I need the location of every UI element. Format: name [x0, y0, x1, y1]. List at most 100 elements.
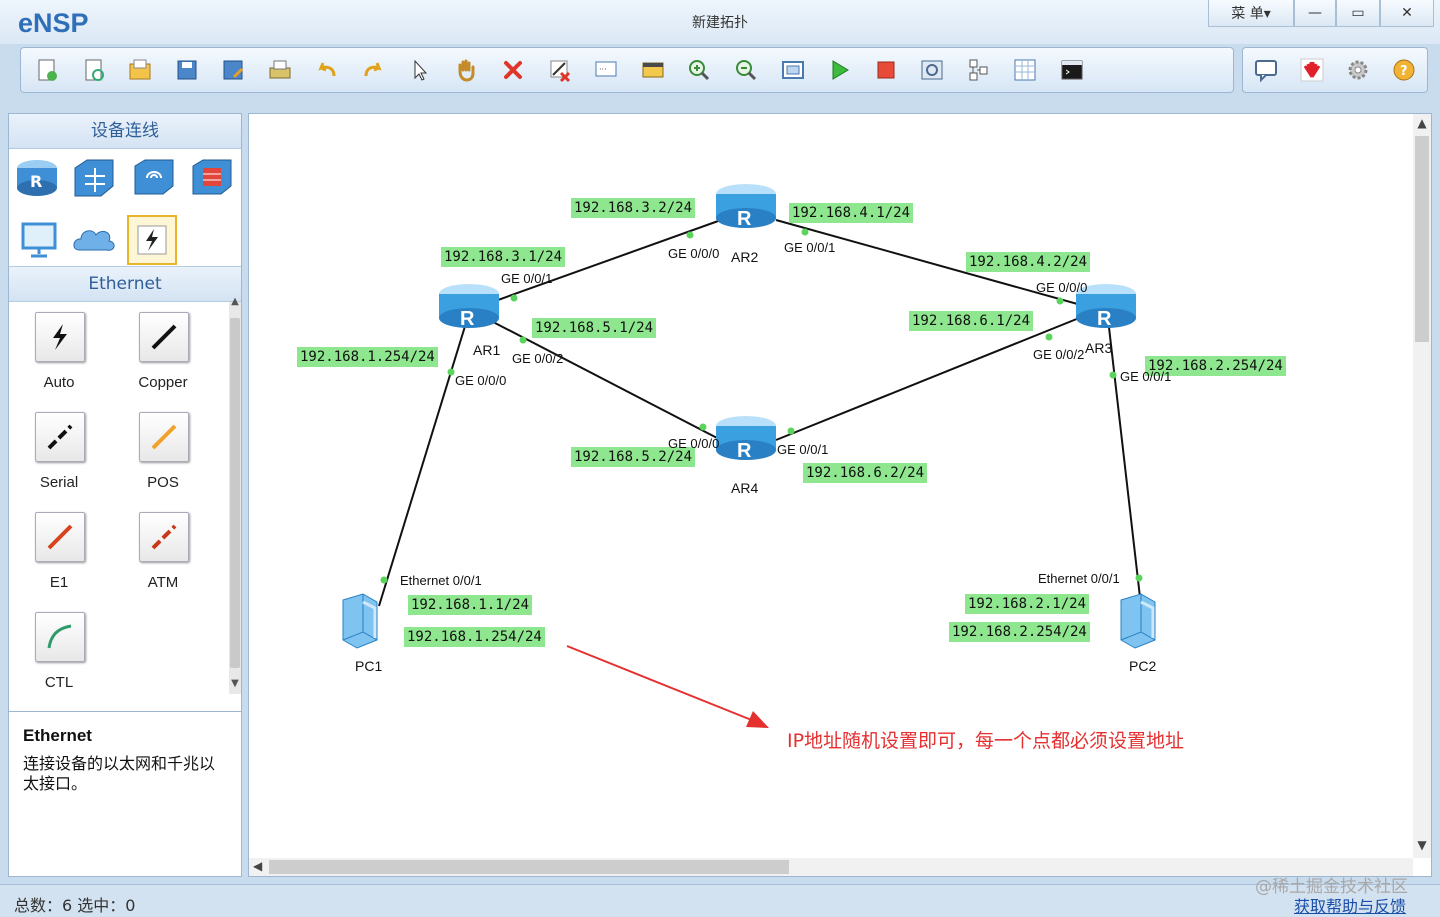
link-ar1-pc1[interactable] — [378, 309, 471, 607]
cable-auto[interactable] — [35, 312, 85, 362]
palette-button[interactable] — [633, 52, 673, 88]
link-ar1-ar4[interactable] — [469, 309, 722, 441]
minimize-button[interactable]: — — [1294, 0, 1336, 27]
ip-label[interactable]: 192.168.4.2/24 — [966, 252, 1091, 272]
cable-copper[interactable] — [139, 312, 189, 362]
delete-links-button[interactable] — [540, 52, 580, 88]
cloud-category-icon[interactable] — [71, 218, 117, 262]
select-button[interactable] — [400, 52, 440, 88]
open-button[interactable] — [120, 52, 160, 88]
e1-cable-icon — [47, 524, 73, 550]
cable-category-selected[interactable] — [127, 215, 177, 265]
link-ar2-ar3[interactable] — [775, 219, 1100, 311]
stop-device-button[interactable] — [866, 52, 906, 88]
router-ar1-icon[interactable]: R — [439, 284, 499, 330]
link-ar4-ar3[interactable] — [775, 309, 1100, 441]
scroll-up-icon[interactable]: ▲ — [231, 296, 239, 307]
capture-button[interactable] — [912, 52, 952, 88]
ip-label[interactable]: 192.168.1.1/24 — [408, 595, 533, 615]
port-label: GE 0/0/1 — [777, 442, 829, 457]
menu-button[interactable]: 菜 单▾ — [1208, 0, 1294, 27]
vertical-scroll-thumb[interactable] — [1415, 136, 1429, 342]
fit-view-icon — [781, 61, 804, 79]
new-experiment-button[interactable] — [74, 52, 114, 88]
close-button[interactable]: ✕ — [1380, 0, 1434, 27]
chat-button[interactable] — [1246, 52, 1286, 88]
ip-label[interactable]: 192.168.1.254/24 — [297, 347, 438, 367]
chat-icon — [1255, 60, 1277, 83]
scroll-down-icon[interactable]: ▼ — [1417, 838, 1427, 852]
scroll-up-icon[interactable]: ▲ — [1417, 116, 1427, 130]
ip-label[interactable]: 192.168.3.2/24 — [571, 198, 696, 218]
router-ar4-icon[interactable]: R — [716, 416, 776, 462]
router-ar2-icon[interactable]: R — [716, 184, 776, 230]
info-text: 连接设备的以太网和千兆以太接口。 — [23, 754, 216, 793]
stop-icon — [877, 61, 895, 79]
router-ar3-icon[interactable]: R — [1076, 284, 1136, 330]
switch-category-icon[interactable] — [71, 156, 117, 200]
ip-label[interactable]: 192.168.5.2/24 — [571, 447, 696, 467]
help-button[interactable]: ? — [1384, 52, 1424, 88]
print-button[interactable] — [260, 52, 300, 88]
save-as-button[interactable] — [213, 52, 253, 88]
topology-canvas[interactable]: R R R R AR2 AR1 AR3 AR4 PC1 PC2 192.168.… — [248, 113, 1432, 877]
redo-button[interactable] — [353, 52, 393, 88]
ip-label[interactable]: 192.168.3.1/24 — [441, 247, 566, 267]
ip-label[interactable]: 192.168.5.1/24 — [532, 318, 657, 338]
pc-category-icon[interactable] — [17, 218, 63, 262]
ip-label[interactable]: 192.168.2.254/24 — [949, 622, 1090, 642]
cable-pos[interactable] — [139, 412, 189, 462]
ip-label[interactable]: 192.168.6.1/24 — [909, 311, 1034, 331]
port-label: GE 0/0/0 — [455, 373, 507, 388]
topology-button[interactable] — [959, 52, 999, 88]
cable-list-scrollbar[interactable]: ▲ ▼ — [229, 296, 241, 694]
new-topology-button[interactable] — [27, 52, 67, 88]
link-ar3-pc2[interactable] — [1106, 309, 1142, 607]
device-name-ar1: AR1 — [473, 342, 501, 358]
horizontal-scroll-thumb[interactable] — [269, 860, 789, 874]
wireless-category-icon[interactable] — [131, 156, 177, 200]
vertical-scrollbar[interactable]: ▲ ▼ — [1413, 114, 1431, 858]
grid-icon — [1014, 59, 1036, 81]
ip-label[interactable]: 192.168.2.254/24 — [1145, 356, 1286, 376]
ip-label[interactable]: 192.168.6.2/24 — [803, 463, 928, 483]
scrollbar-thumb[interactable] — [230, 318, 240, 668]
cable-atm[interactable] — [139, 512, 189, 562]
start-device-button[interactable] — [819, 52, 859, 88]
grid-button[interactable] — [1005, 52, 1045, 88]
pc1-icon[interactable] — [342, 593, 378, 649]
text-box-icon: ··· — [595, 61, 617, 77]
save-icon — [177, 60, 197, 80]
delete-button[interactable] — [493, 52, 533, 88]
maximize-button[interactable]: ▭ — [1336, 0, 1380, 27]
help-feedback-link[interactable]: 获取帮助与反馈 — [1294, 897, 1407, 916]
fit-view-button[interactable] — [773, 52, 813, 88]
zoom-in-button[interactable] — [679, 52, 719, 88]
device-name-ar3: AR3 — [1085, 340, 1113, 356]
text-button[interactable]: ··· — [586, 52, 626, 88]
undo-button[interactable] — [307, 52, 347, 88]
firewall-category-icon[interactable] — [189, 156, 235, 200]
save-button[interactable] — [167, 52, 207, 88]
zoom-out-button[interactable] — [726, 52, 766, 88]
cable-serial[interactable] — [35, 412, 85, 462]
scroll-left-icon[interactable]: ◀ — [253, 859, 263, 873]
svg-text:R: R — [737, 440, 752, 462]
device-panel: 设备连线 R Ethernet Auto Copper Serial POS E… — [8, 113, 242, 877]
huawei-button[interactable] — [1292, 52, 1332, 88]
pan-button[interactable] — [446, 52, 486, 88]
terminal-button[interactable] — [1052, 52, 1092, 88]
ip-label[interactable]: 192.168.1.254/24 — [404, 627, 545, 647]
pc2-icon[interactable] — [1120, 593, 1156, 649]
horizontal-scrollbar[interactable]: ◀ — [249, 858, 1413, 876]
info-title: Ethernet — [23, 726, 92, 745]
cable-e1[interactable] — [35, 512, 85, 562]
link-ar1-ar2[interactable] — [469, 219, 722, 311]
cable-ctl[interactable] — [35, 612, 85, 662]
settings-button[interactable] — [1338, 52, 1378, 88]
ip-label[interactable]: 192.168.2.1/24 — [965, 594, 1090, 614]
scroll-down-icon[interactable]: ▼ — [231, 678, 239, 689]
ip-label[interactable]: 192.168.4.1/24 — [789, 203, 914, 223]
router-category-icon[interactable]: R — [14, 156, 60, 200]
cable-ctl-label: CTL — [44, 674, 74, 691]
